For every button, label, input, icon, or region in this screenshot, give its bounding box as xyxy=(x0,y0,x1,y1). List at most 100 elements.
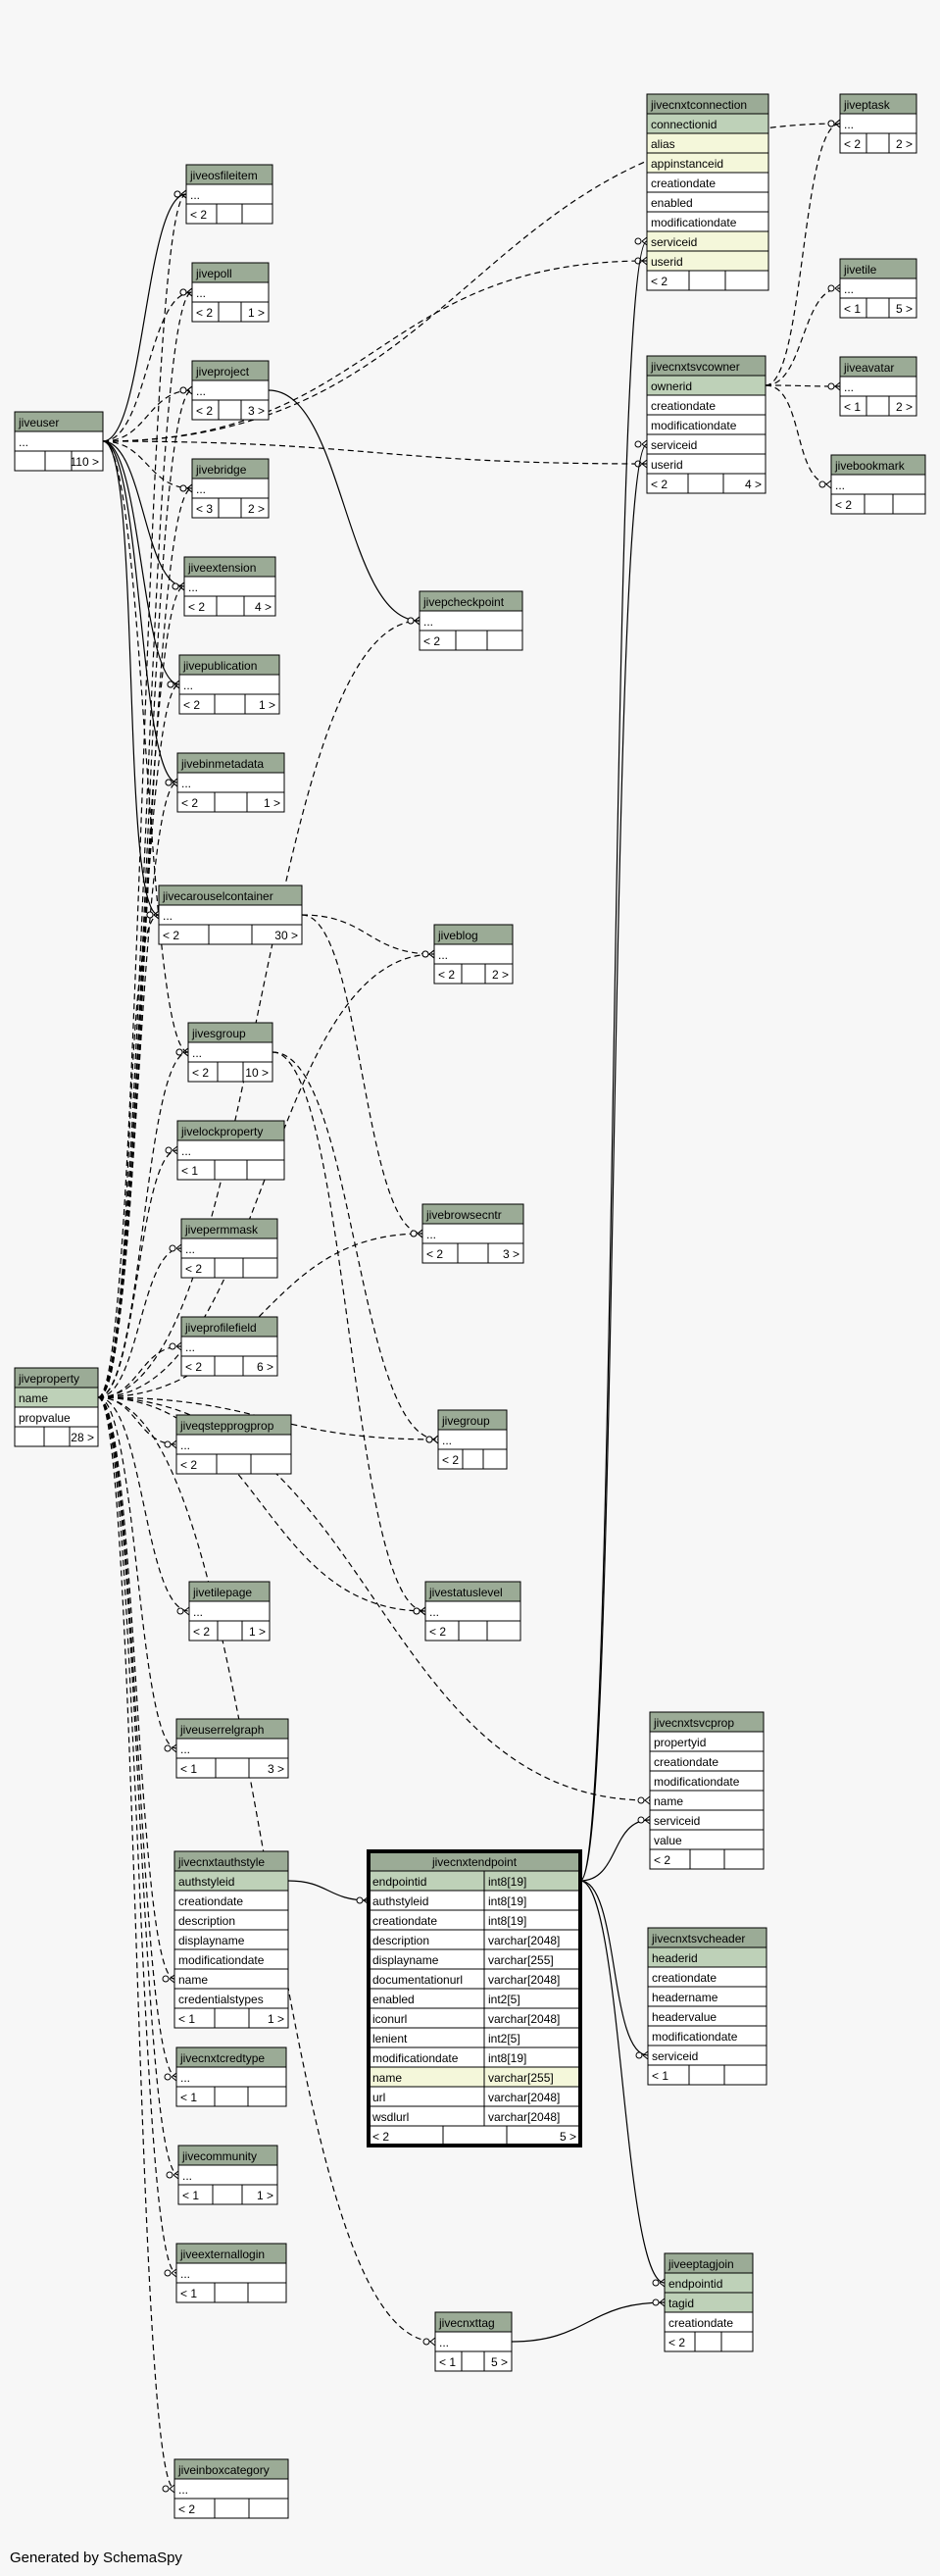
parent-count: < 2 xyxy=(423,634,440,648)
table-jiveosfileitem[interactable]: jiveosfileitem...< 2 xyxy=(185,164,273,225)
table-jiveeptagjoin[interactable]: jiveeptagjoinendpointidtagidcreationdate… xyxy=(664,2252,754,2352)
table-title: jivecnxtsvcheader xyxy=(651,1932,745,1945)
parent-count: < 1 xyxy=(180,2287,197,2300)
relationship-jiveuser-jivebinmetadata xyxy=(102,440,178,783)
parent-count: < 2 xyxy=(668,2336,685,2349)
column-row xyxy=(180,1237,278,1259)
column-name: ... xyxy=(844,380,854,394)
relationship-jiveproperty-jiveuserrelgraph xyxy=(97,1396,177,1749)
column-name: creationdate xyxy=(668,2316,733,2330)
table-jivecnxtsvcprop[interactable]: jivecnxtsvcproppropertyidcreationdatemod… xyxy=(649,1711,765,1870)
column-name: propertyid xyxy=(654,1736,706,1749)
optional-marker xyxy=(173,190,181,198)
parent-count: < 2 xyxy=(185,1360,202,1374)
child-count: 28 > xyxy=(71,1431,94,1444)
table-jiveqstepprogprop[interactable]: jiveqstepprogprop...< 2 xyxy=(175,1414,292,1475)
table-footer xyxy=(419,630,523,651)
table-jivecnxtconnection[interactable]: jivecnxtconnectionconnectionidaliasappin… xyxy=(646,93,769,291)
table-jivelockproperty[interactable]: jivelockproperty...< 1 xyxy=(176,1120,285,1181)
table-footer xyxy=(176,791,285,813)
table-title: jivecnxtconnection xyxy=(650,98,747,112)
table-jivegroup[interactable]: jivegroup...< 2 xyxy=(437,1409,508,1470)
many-marker xyxy=(171,1440,177,1449)
table-jiveuser[interactable]: jiveuser...110 > xyxy=(14,411,104,472)
many-marker xyxy=(172,778,178,787)
relationship-jivecarouselcontainer-jivebrowsecntr xyxy=(301,914,423,1235)
optional-marker xyxy=(413,1607,421,1615)
table-jivecnxtcredtype[interactable]: jivecnxtcredtype...< 1 xyxy=(175,2046,287,2107)
child-count: 1 > xyxy=(248,306,265,320)
column-name: ... xyxy=(188,581,198,594)
table-jiveexternallogin[interactable]: jiveexternallogin...< 1 xyxy=(175,2243,287,2303)
table-jivecnxtsvcowner[interactable]: jivecnxtsvcownerowneridcreationdatemodif… xyxy=(646,355,767,494)
table-footer xyxy=(191,399,270,421)
table-jivepcheckpoint[interactable]: jivepcheckpoint...< 2 xyxy=(419,590,523,651)
parent-count: < 1 xyxy=(180,2091,197,2104)
parent-count: < 2 xyxy=(181,796,198,810)
column-row xyxy=(173,2478,289,2500)
parent-count: < 2 xyxy=(178,2502,195,2516)
relationship-jiveproperty-jivecarouselcontainer xyxy=(97,914,160,1398)
many-marker xyxy=(429,2337,436,2347)
table-jivestatuslevel[interactable]: jivestatuslevel...< 2 xyxy=(424,1581,521,1642)
column-row xyxy=(177,2164,278,2186)
optional-marker xyxy=(172,582,179,590)
table-jivebookmark[interactable]: jivebookmark...< 2 xyxy=(830,454,926,515)
optional-marker xyxy=(422,2338,430,2346)
child-count: 110 > xyxy=(71,455,99,469)
column-name: headername xyxy=(652,1991,718,2004)
table-footer xyxy=(649,1848,765,1870)
column-type: int2[5] xyxy=(488,1993,520,2006)
table-footer xyxy=(368,2125,581,2147)
column-name: ... xyxy=(442,1434,452,1447)
table-title: jiveuserrelgraph xyxy=(179,1723,264,1737)
table-jivepermmask[interactable]: jivepermmask...< 2 xyxy=(180,1218,278,1279)
parent-count: < 1 xyxy=(182,2189,199,2202)
table-title: jivepermmask xyxy=(184,1223,259,1237)
relationship-jivecnxtendpoint-jivecnxtsvcheader xyxy=(579,1880,649,2056)
optional-marker xyxy=(421,950,429,958)
optional-marker xyxy=(634,237,642,245)
column-type: varchar[255] xyxy=(488,2071,554,2085)
table-jiveinboxcategory[interactable]: jiveinboxcategory...< 2 xyxy=(173,2458,289,2519)
many-marker xyxy=(171,1743,177,1753)
table-title: jiveqstepprogprop xyxy=(179,1419,274,1433)
table-title: jivebrowsecntr xyxy=(425,1208,502,1222)
relationship-jiveuser-jivebridge xyxy=(102,440,193,489)
optional-marker xyxy=(827,382,835,390)
parent-count: < 2 xyxy=(185,1262,202,1276)
child-count: 1 > xyxy=(264,796,280,810)
table-title: jivecarouselcontainer xyxy=(162,889,273,903)
column-name: ... xyxy=(196,286,206,300)
column-name: creationdate xyxy=(651,177,716,190)
table-jivecnxtauthstyle[interactable]: jivecnxtauthstyleauthstyleidcreationdate… xyxy=(173,1850,289,2029)
child-count: 2 > xyxy=(492,968,509,982)
column-name: iconurl xyxy=(372,2012,407,2026)
table-jivecnxtsvcheader[interactable]: jivecnxtsvcheaderheaderidcreationdatehea… xyxy=(647,1927,767,2086)
table-title: jiveextension xyxy=(187,561,256,575)
table-footer xyxy=(175,1757,289,1779)
relationship-jivesgroup-jivegroup xyxy=(272,1051,439,1440)
relationship-jivecnxtendpoint-jivecnxtconnection xyxy=(579,240,648,1882)
optional-marker xyxy=(164,1744,172,1752)
